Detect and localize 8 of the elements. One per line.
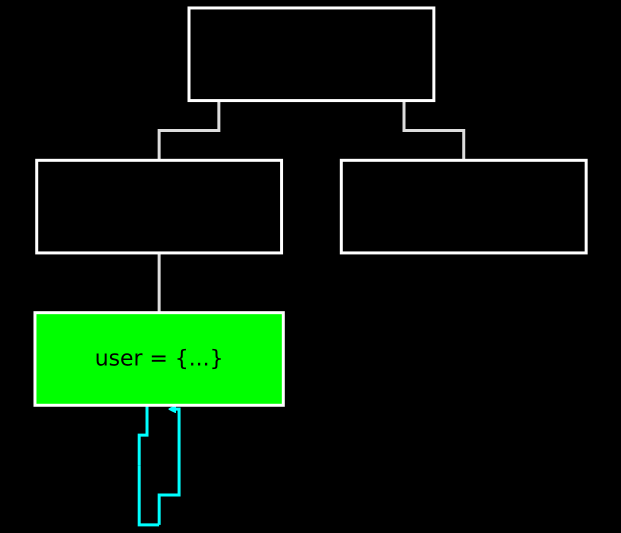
node-box — [35, 158, 283, 254]
node-box — [33, 311, 285, 407]
node-box — [340, 158, 588, 254]
tree-diagram: user = {...} — [26, 0, 594, 533]
node-box — [187, 6, 436, 102]
connector — [402, 100, 466, 162]
connector — [158, 100, 220, 162]
arrow — [138, 404, 180, 526]
